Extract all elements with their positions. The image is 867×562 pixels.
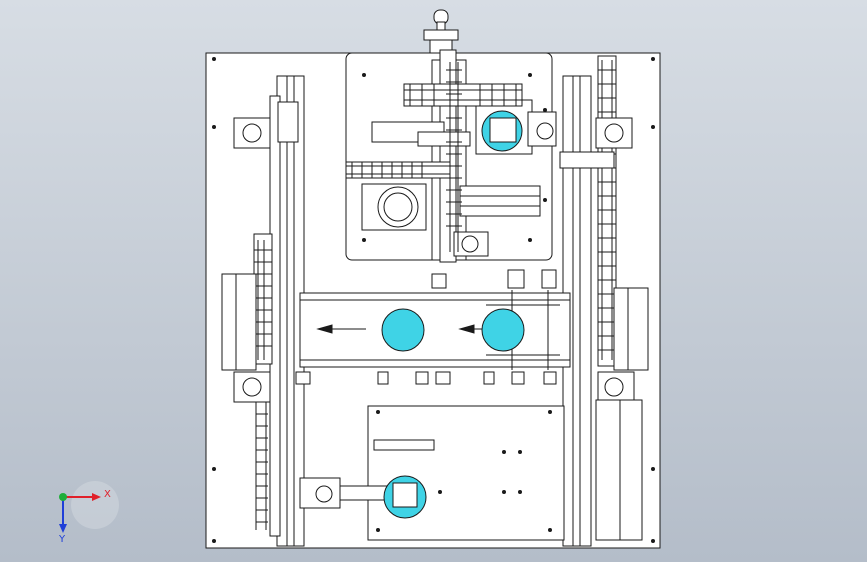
lower-table-holes [376, 410, 552, 532]
axis-triad: X Y [58, 481, 119, 545]
y-axis-label: Y [58, 534, 66, 545]
x-axis-label: X [104, 489, 111, 500]
left-drag-chain [254, 240, 272, 530]
top-plate-holes [362, 73, 547, 242]
left-bracket-bottom[interactable] [233, 371, 271, 403]
right-bracket-top[interactable] [559, 117, 633, 169]
flow-arrow-left-1 [316, 324, 366, 334]
sensor-posts [295, 269, 560, 385]
left-bracket-top[interactable] [233, 101, 299, 149]
cyan-disc[interactable] [481, 308, 525, 352]
carriage-chain [346, 62, 522, 252]
lower-slide-table[interactable] [299, 399, 643, 541]
right-drag-chain [598, 60, 616, 360]
right-bracket-bottom[interactable] [597, 371, 635, 403]
mounting-holes [212, 57, 655, 543]
gauge-knob[interactable] [423, 9, 459, 55]
gripper-blocks [392, 117, 517, 508]
cyan-disc[interactable] [381, 308, 425, 352]
